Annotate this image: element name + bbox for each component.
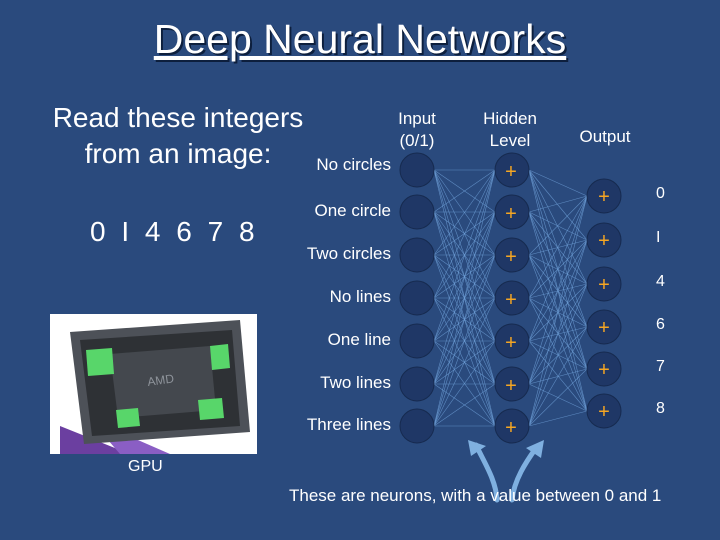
connection-line <box>433 169 496 299</box>
connection-line <box>528 254 588 285</box>
hidden-neuron-plus: + <box>505 332 517 354</box>
connection-line <box>528 326 588 427</box>
intro-line-1: Read these integers <box>52 102 304 133</box>
hidden-header: Hidden Level <box>470 108 550 152</box>
input-neuron <box>399 408 435 444</box>
hidden-neuron <box>494 152 530 188</box>
hidden-neuron <box>494 237 530 273</box>
output-neuron-plus: + <box>598 274 610 296</box>
hidden-neuron-plus: + <box>505 417 517 439</box>
connection-line <box>528 195 588 299</box>
output-neuron-label: 7 <box>656 358 665 375</box>
connection-line <box>433 340 496 427</box>
connection-line <box>433 169 496 427</box>
output-neuron <box>586 178 622 214</box>
connection-line <box>433 169 496 213</box>
input-neuron-label: No lines <box>329 287 391 306</box>
connection-line <box>433 383 496 427</box>
neuron-caption: These are neurons, with a value between … <box>289 486 662 505</box>
connection-line <box>528 368 588 427</box>
connection-line <box>433 169 496 256</box>
connection-line <box>433 169 496 385</box>
input-neuron-label: One line <box>327 330 391 349</box>
connection-line <box>528 410 588 427</box>
output-neuron <box>586 351 622 387</box>
hidden-neuron <box>494 280 530 316</box>
hidden-neuron-plus: + <box>505 289 517 311</box>
output-neuron <box>586 393 622 429</box>
hidden-neuron-plus: + <box>505 375 517 397</box>
input-neuron <box>399 280 435 316</box>
input-neuron <box>399 237 435 273</box>
output-neuron-label: 8 <box>656 400 665 417</box>
input-neuron-label: No circles <box>316 155 391 174</box>
hidden-neuron-plus: + <box>505 246 517 268</box>
input-neuron <box>399 194 435 230</box>
connection-line <box>528 195 588 342</box>
input-neuron <box>399 366 435 402</box>
connection-line <box>433 169 496 342</box>
connection-line <box>528 169 588 285</box>
input-neuron-label: Three lines <box>306 415 391 434</box>
output-neuron-label: 0 <box>656 185 665 202</box>
page-title: Deep Neural Networks <box>153 16 567 62</box>
hidden-header-text: Hidden Level <box>483 109 537 150</box>
input-neuron-label: Two lines <box>320 373 391 392</box>
connection-line <box>528 283 588 427</box>
digit-sequence: 0 I 4 6 7 8 <box>90 216 259 247</box>
connection-line <box>528 195 588 256</box>
connection-line <box>528 195 588 427</box>
intro-line-2: from an image: <box>84 138 272 169</box>
output-neuron-plus: + <box>598 317 610 339</box>
hidden-neuron <box>494 323 530 359</box>
connection-line <box>528 169 588 197</box>
hidden-neuron-plus: + <box>505 161 517 183</box>
hidden-neuron-plus: + <box>505 203 517 225</box>
intro-text: Read these integers from an image: <box>28 100 328 172</box>
input-header-text: Input (0/1) <box>398 109 436 150</box>
input-header: Input (0/1) <box>382 108 452 152</box>
connection-line <box>528 211 588 285</box>
output-neuron-plus: + <box>598 359 610 381</box>
output-neuron-label: I <box>656 229 661 246</box>
output-header: Output <box>579 127 631 146</box>
input-neuron <box>399 152 435 188</box>
connection-line <box>528 195 588 213</box>
connection-line <box>528 239 588 427</box>
gpu-image: AMD <box>50 314 257 454</box>
output-neuron-plus: + <box>598 230 610 252</box>
hidden-neuron <box>494 194 530 230</box>
connection-line <box>528 195 588 385</box>
output-neuron <box>586 309 622 345</box>
hidden-neuron <box>494 366 530 402</box>
output-neuron <box>586 222 622 258</box>
input-neuron-label: One circle <box>314 201 391 220</box>
arrow-right-head <box>526 440 544 458</box>
output-neuron-plus: + <box>598 186 610 208</box>
chip-brand-text: AMD <box>146 371 175 389</box>
output-neuron-label: 4 <box>656 273 665 290</box>
arrow-left-head <box>468 440 486 456</box>
input-neuron-label: Two circles <box>306 244 391 263</box>
hidden-neuron <box>494 408 530 444</box>
gpu-chip-icon: AMD <box>50 314 257 454</box>
gpu-label: GPU <box>128 458 163 475</box>
input-neuron <box>399 323 435 359</box>
connection-line <box>433 254 496 427</box>
output-neuron-plus: + <box>598 401 610 423</box>
connection-line <box>433 297 496 427</box>
output-neuron <box>586 266 622 302</box>
connection-line <box>433 211 496 427</box>
output-neuron-label: 6 <box>656 316 665 333</box>
